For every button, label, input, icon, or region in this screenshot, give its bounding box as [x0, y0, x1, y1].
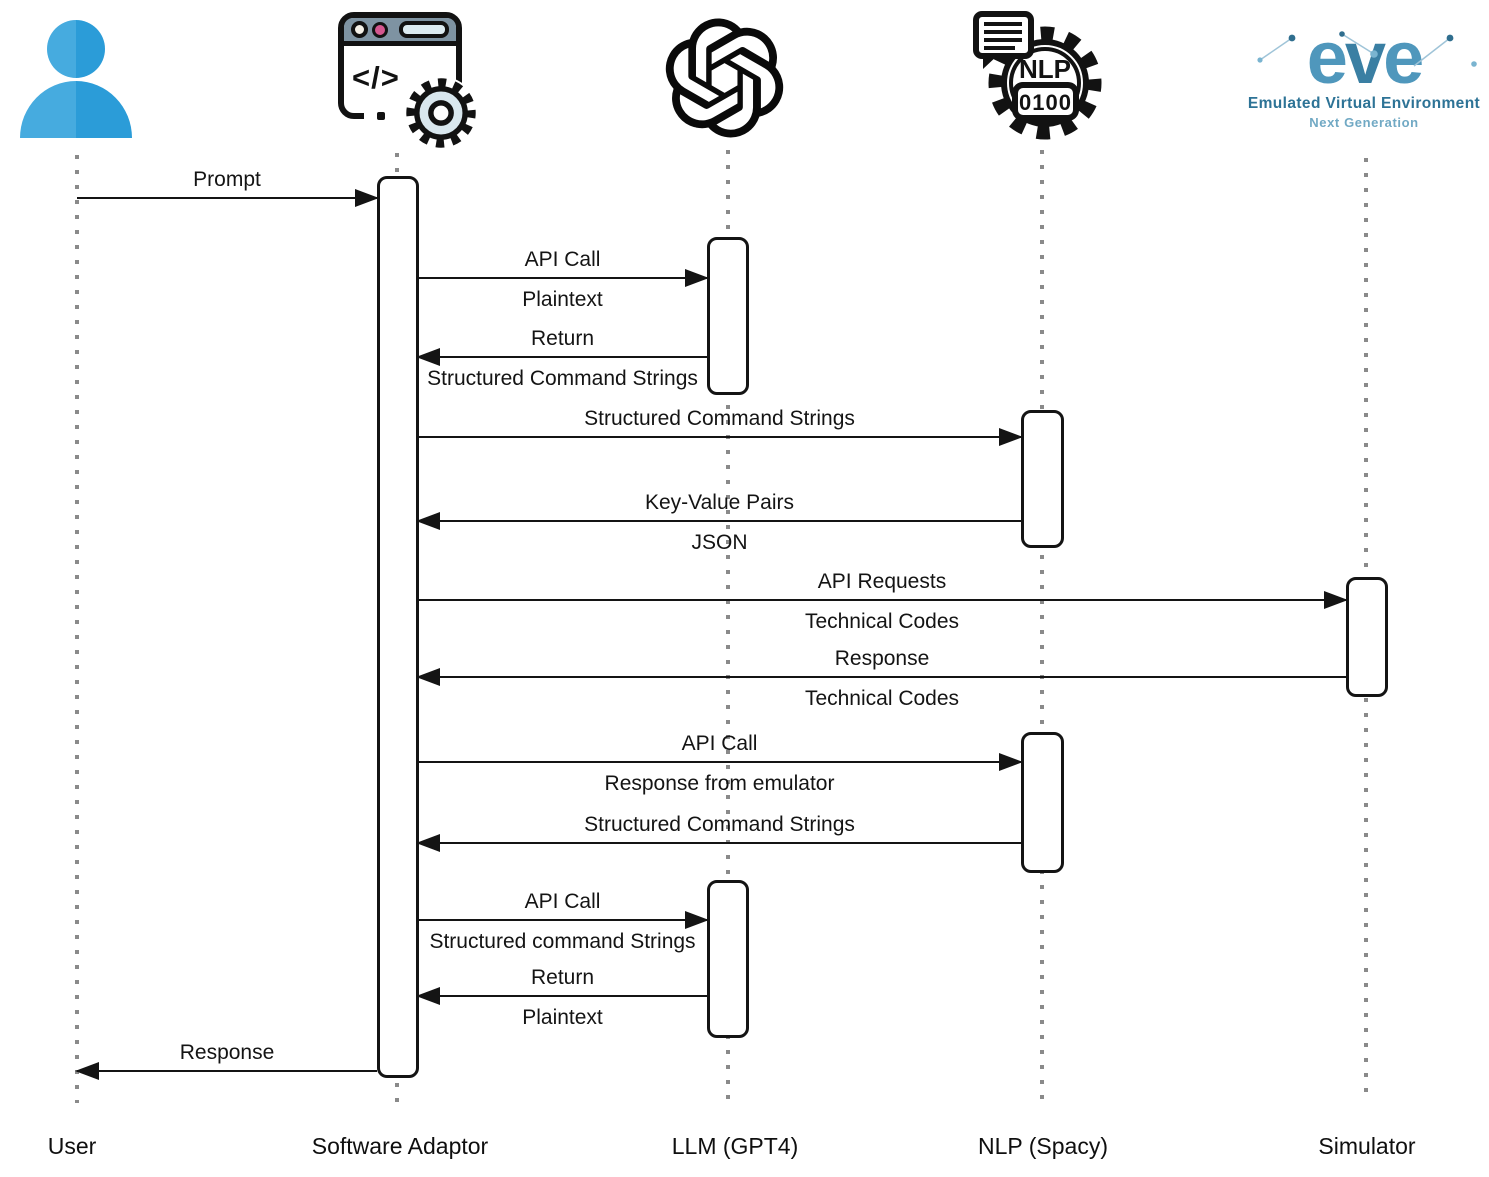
participant-label-llm: LLM (GPT4) — [671, 1133, 799, 1159]
message-label: Prompt — [193, 168, 261, 191]
eve-logo: eve Emulated Virtual Environment Next Ge… — [1246, 21, 1482, 131]
arrow-line — [418, 519, 1021, 523]
message-label: Response — [179, 1041, 275, 1064]
message-label: API Call — [681, 732, 758, 755]
message-label: Technical Codes — [804, 610, 960, 633]
message-label: Plaintext — [522, 1006, 603, 1029]
message-label: Return — [530, 966, 595, 989]
arrow-line — [418, 918, 707, 922]
arrowhead-right-icon — [999, 753, 1023, 771]
lifeline-nlp — [1040, 150, 1044, 1103]
arrowhead-right-icon — [355, 189, 379, 207]
message-label: Plaintext — [522, 288, 603, 311]
activation-bar-software-adaptor — [377, 176, 419, 1078]
speech-bubble-tail — [983, 55, 998, 69]
arrowhead-right-icon — [1324, 591, 1348, 609]
arrowhead-right-icon — [685, 911, 709, 929]
participant-label-simulator: Simulator — [1318, 1133, 1416, 1159]
message-label: Structured command Strings — [429, 930, 696, 953]
browser-code-gear-icon: </> — [338, 12, 480, 150]
gear-icon — [404, 76, 478, 150]
user-icon-body — [20, 81, 132, 138]
eve-letter: v — [1344, 16, 1386, 99]
nlp-text: NLP — [1019, 54, 1071, 84]
browser-pink-dot-icon — [372, 21, 388, 38]
arrow-line — [418, 841, 1021, 845]
message-label: API Requests — [817, 570, 947, 593]
eve-letter: e — [1306, 16, 1348, 99]
arrow-line — [77, 196, 377, 200]
activation-bar-nlp-1 — [1021, 410, 1064, 548]
participant-label-nlp: NLP (Spacy) — [978, 1133, 1108, 1159]
arrow-line — [418, 760, 1021, 764]
arrowhead-left-icon — [416, 987, 440, 1005]
code-glyph: </> — [352, 60, 400, 95]
eve-letter: e — [1383, 16, 1424, 99]
message-label: Technical Codes — [804, 687, 960, 710]
arrowhead-left-icon — [416, 834, 440, 852]
arrowhead-left-icon — [416, 668, 440, 686]
browser-border-dot — [377, 112, 385, 120]
participant-label-user: User — [47, 1133, 97, 1159]
arrowhead-right-icon — [999, 428, 1023, 446]
activation-bar-simulator — [1346, 577, 1388, 697]
browser-addressbar-icon — [399, 21, 449, 38]
message-label: Structured Command Strings — [584, 407, 855, 430]
browser-titlebar — [344, 18, 456, 46]
arrow-line — [418, 994, 707, 998]
nlp-binary-text: 0100 — [1019, 90, 1072, 115]
lifeline-user — [75, 155, 79, 1103]
arrow-line — [418, 355, 707, 359]
message-label: Structured Command Strings — [584, 813, 855, 836]
activation-bar-nlp-2 — [1021, 732, 1064, 873]
arrow-line — [418, 598, 1346, 602]
activation-bar-llm-2 — [707, 880, 749, 1038]
arrowhead-left-icon — [416, 348, 440, 366]
eve-wordmark: eve — [1246, 21, 1482, 95]
message-label: Response from emulator — [604, 772, 835, 795]
message-label: Structured Command Strings — [427, 367, 698, 390]
message-label: API Call — [524, 248, 601, 271]
message-label: API Call — [524, 890, 601, 913]
arrowhead-left-icon — [416, 512, 440, 530]
message-label: Return — [530, 327, 595, 350]
arrow-line — [418, 435, 1021, 439]
participant-label-software-adaptor: Software Adaptor — [311, 1133, 489, 1159]
message-label: Key-Value Pairs — [644, 491, 794, 514]
message-label: Response — [834, 647, 930, 670]
arrow-line — [418, 675, 1346, 679]
browser-border-gap — [364, 113, 406, 119]
activation-bar-llm-1 — [707, 237, 749, 395]
arrow-line — [418, 276, 707, 280]
openai-logo-icon — [665, 18, 784, 138]
arrowhead-left-icon — [75, 1062, 99, 1080]
user-icon-head — [47, 20, 105, 78]
arrowhead-right-icon — [685, 269, 709, 287]
user-icon — [20, 16, 132, 138]
browser-dot-icon — [351, 21, 368, 38]
message-label: JSON — [691, 531, 748, 554]
eve-subtitle-2: Next Generation — [1309, 115, 1419, 130]
eve-subtitle: Emulated Virtual Environment — [1247, 95, 1481, 112]
lifeline-llm — [726, 150, 730, 1103]
arrow-line — [77, 1069, 377, 1073]
nlp-gear-icon: NLP 0100 — [973, 11, 1102, 140]
